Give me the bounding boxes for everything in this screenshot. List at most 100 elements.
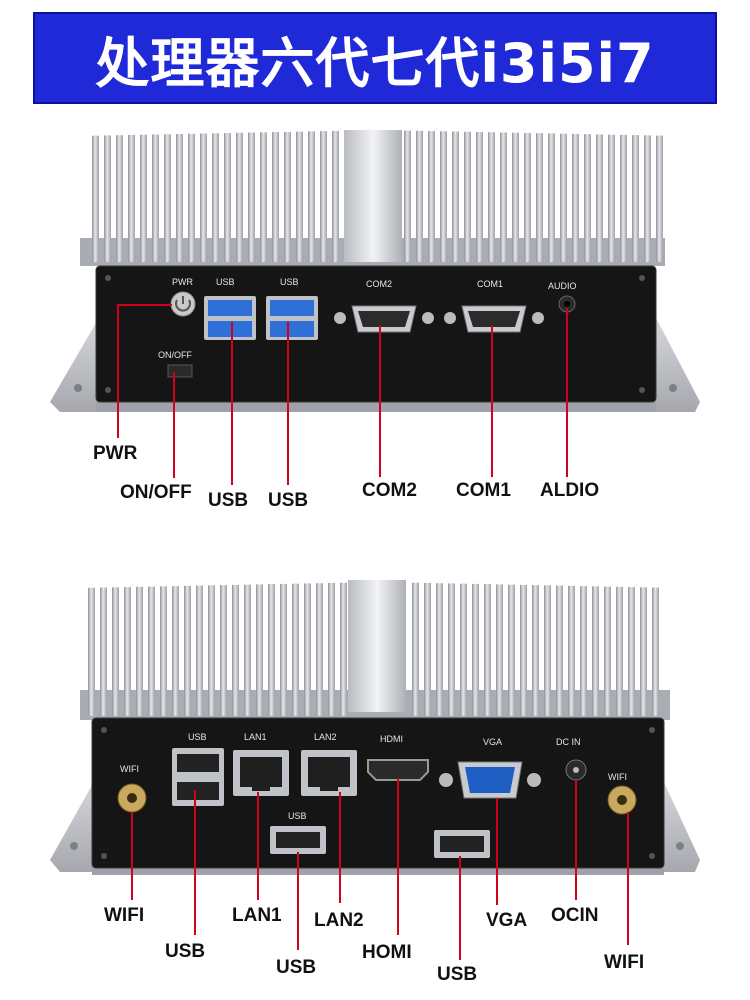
heatsink-fin — [584, 134, 591, 262]
com2-port-icon — [334, 305, 434, 333]
heatsink-fin — [260, 132, 267, 262]
heatsink-fin — [572, 133, 579, 262]
callout-usb-right: USB — [437, 964, 478, 985]
heatsink-fin — [520, 584, 527, 716]
lan1-port-icon — [233, 750, 289, 796]
rear-heatsink-fins — [88, 582, 659, 716]
heatsink-fin — [464, 131, 471, 262]
heatsink-fin — [304, 583, 311, 716]
rear-left-bracket — [50, 778, 96, 872]
heatsink-fin — [544, 585, 551, 716]
callout-hdmi: HOMI — [362, 942, 412, 963]
heatsink-fin — [220, 585, 227, 716]
heatsink-fin — [88, 587, 95, 716]
heatsink-fin — [340, 582, 347, 716]
front-right-bracket — [655, 316, 700, 412]
rear-usb-right-icon — [434, 830, 490, 858]
heatsink-fin — [188, 133, 195, 262]
heatsink-fin — [112, 587, 119, 716]
callout-pwr: PWR — [93, 443, 138, 464]
rear-print-usb-mid: USB — [288, 811, 307, 821]
heatsink-fin — [164, 134, 171, 262]
vga-port-icon — [439, 761, 541, 799]
rear-heatsink-center-bar — [348, 580, 406, 712]
wifi-left-connector-icon — [117, 783, 147, 813]
front-print-onoff: ON/OFF — [158, 350, 192, 360]
wifi-right-connector-icon — [607, 785, 637, 815]
heatsink-fin — [212, 133, 219, 262]
front-print-usb-b: USB — [280, 277, 299, 287]
heatsink-fin — [224, 133, 231, 262]
callout-com1: COM1 — [456, 480, 511, 501]
rear-print-lan2: LAN2 — [314, 732, 337, 742]
heatsink-fin — [560, 133, 567, 262]
rear-print-usb-stack: USB — [188, 732, 207, 742]
callout-usb-b: USB — [268, 490, 309, 511]
title-banner: 处理器六代七代i3i5i7 — [33, 12, 717, 104]
heatsink-fin — [548, 133, 555, 262]
callout-onoff: ON/OFF — [120, 482, 192, 503]
rear-print-dcin: DC IN — [556, 737, 581, 747]
rear-print-wifi-left: WIFI — [120, 764, 139, 774]
rear-usb-mid-icon — [270, 826, 326, 854]
heatsink-fin — [644, 135, 651, 262]
heatsink-fin — [116, 135, 123, 262]
heatsink-fin — [580, 586, 587, 716]
dc-in-jack-icon — [565, 759, 587, 781]
heatsink-fin — [488, 132, 495, 262]
callout-lan1: LAN1 — [232, 905, 282, 926]
rear-print-wifi-right: WIFI — [608, 772, 627, 782]
heatsink-fin — [536, 133, 543, 262]
heatsink-fin — [512, 132, 519, 262]
heatsink-fin — [268, 584, 275, 716]
heatsink-fin — [236, 132, 243, 262]
callout-usb-mid: USB — [276, 957, 317, 978]
callout-com2: COM2 — [362, 480, 417, 501]
callout-wifi-right: WIFI — [604, 952, 645, 973]
heatsink-fin — [292, 583, 299, 716]
heatsink-fin — [476, 132, 483, 262]
heatsink-fin — [172, 586, 179, 716]
front-heatsink-center-bar — [344, 130, 402, 262]
heatsink-fin — [472, 583, 479, 716]
heatsink-fin — [124, 587, 131, 716]
rear-print-lan1: LAN1 — [244, 732, 267, 742]
callout-lan2: LAN2 — [314, 910, 364, 931]
hdmi-port-icon — [367, 759, 429, 781]
rear-print-hdmi: HDMI — [380, 734, 403, 744]
front-left-bracket — [50, 316, 100, 412]
heatsink-fin — [140, 134, 147, 262]
heatsink-fin — [640, 587, 647, 716]
heatsink-fin — [104, 135, 111, 262]
front-print-pwr: PWR — [172, 277, 193, 287]
heatsink-fin — [656, 135, 663, 262]
heatsink-fin — [284, 131, 291, 262]
rear-unit: WIFI USB LAN1 LAN2 HDMI VGA DC IN USB WI… — [50, 580, 700, 960]
heatsink-fin — [424, 582, 431, 716]
banner-title: 处理器六代七代i3i5i7 — [95, 31, 655, 95]
heatsink-fin — [440, 131, 447, 262]
heatsink-fin — [532, 585, 539, 716]
heatsink-fin — [152, 134, 159, 262]
heatsink-fin — [404, 130, 411, 262]
heatsink-fin — [316, 583, 323, 716]
heatsink-fin — [308, 131, 315, 262]
heatsink-fin — [524, 132, 531, 262]
heatsink-fin — [296, 131, 303, 262]
heatsink-fin — [280, 583, 287, 716]
power-button-icon — [170, 291, 196, 317]
heatsink-fin — [136, 586, 143, 716]
heatsink-fin — [320, 131, 327, 262]
heatsink-fin — [332, 130, 339, 262]
heatsink-fin — [652, 587, 659, 716]
heatsink-fin — [632, 135, 639, 262]
heatsink-fin — [604, 586, 611, 716]
front-usb-stack-a — [204, 296, 256, 340]
heatsink-fin — [232, 584, 239, 716]
heatsink-fin — [128, 134, 135, 262]
heatsink-fin — [628, 587, 635, 716]
heatsink-fin — [208, 585, 215, 716]
heatsink-fin — [436, 583, 443, 716]
heatsink-fin — [596, 134, 603, 262]
